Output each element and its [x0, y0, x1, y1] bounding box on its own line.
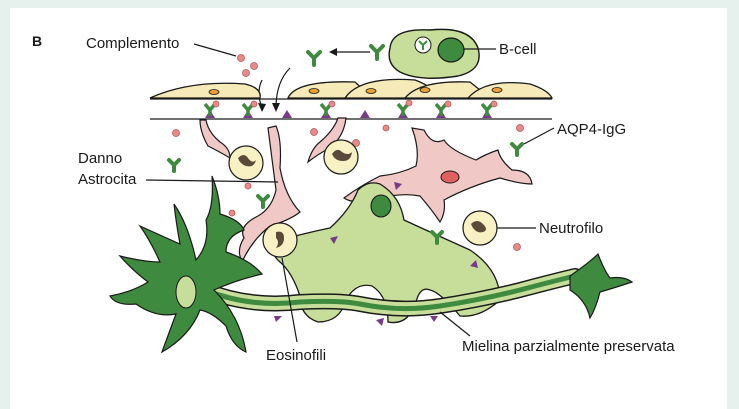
aqp4-igg-leader	[524, 128, 554, 144]
oligodendrocyte-nucleus	[371, 195, 391, 217]
b-cell	[389, 29, 479, 78]
astrocyte-nucleus	[441, 171, 459, 183]
complement-particles	[238, 55, 258, 77]
complement-arrow-2	[276, 68, 290, 108]
aqp4-igg-label: AQP4-IgG	[557, 121, 626, 138]
neutrofilo-label: Neutrofilo	[539, 220, 603, 237]
neuron-nucleus	[176, 276, 196, 308]
complement-arrowhead-2	[272, 103, 280, 112]
danno-astrocita-label-line2: Astrocita	[78, 171, 137, 188]
complemento-leader	[194, 44, 236, 56]
danno-astrocita-label-line1: Danno	[78, 150, 122, 167]
secretion-arrowhead	[329, 48, 337, 56]
granulocyte-2	[324, 140, 358, 174]
secreted-antibody-2	[308, 52, 320, 65]
neutrophil	[463, 211, 497, 245]
complemento-label: Complemento	[86, 35, 179, 52]
panel-letter: B	[32, 33, 42, 49]
endothelial-layer	[150, 79, 552, 98]
eosinophil	[263, 223, 297, 257]
secreted-antibody-1	[371, 46, 383, 59]
mielina-label: Mielina parzialmente preservata	[462, 338, 675, 355]
eosinofili-label: Eosinofili	[266, 347, 326, 364]
b-cell-label: B-cell	[499, 41, 537, 58]
granulocyte-1	[229, 146, 263, 180]
complement-arrowhead-1	[258, 103, 266, 112]
